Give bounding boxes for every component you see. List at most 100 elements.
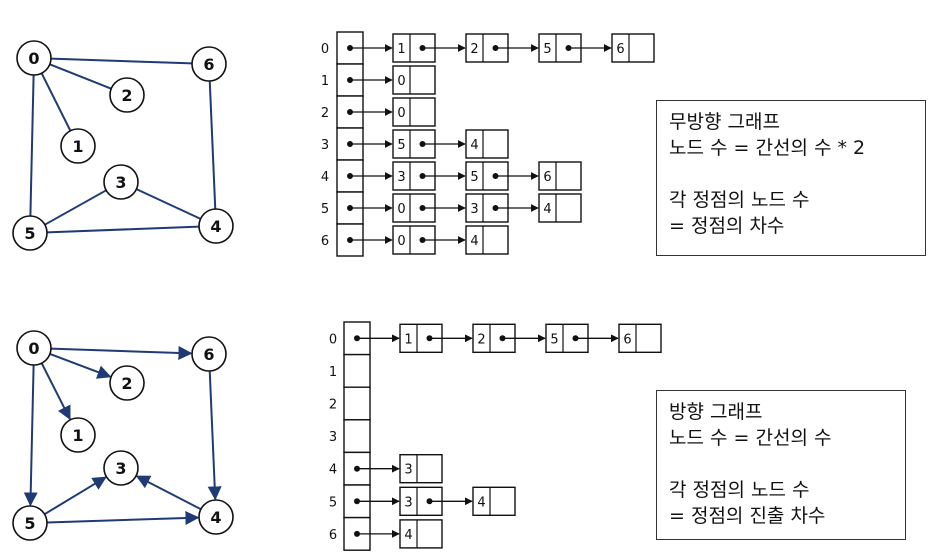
node-label: 0 — [28, 339, 39, 358]
node-label: 6 — [203, 345, 214, 364]
list-node-box — [472, 486, 516, 516]
adjacency-row-label: 5 — [321, 202, 329, 217]
list-node-value: 3 — [404, 463, 412, 478]
graph-edge — [49, 63, 112, 90]
list-node-value: 3 — [470, 202, 478, 217]
list-node-value: 6 — [543, 170, 551, 185]
graph-node — [198, 499, 234, 535]
note-line: 방향 그래프 — [669, 401, 763, 423]
list-node-value: 6 — [616, 42, 624, 57]
node-label: 1 — [72, 137, 83, 156]
list-node-box — [538, 193, 582, 223]
graph-edge — [49, 353, 112, 379]
node-label: 4 — [210, 508, 221, 527]
head-pointer-cell — [343, 353, 371, 388]
adjacency-row-label: 6 — [329, 528, 337, 543]
list-node-value: 5 — [550, 332, 558, 347]
graph-node — [103, 164, 139, 200]
node-label: 4 — [210, 217, 221, 236]
list-node-box — [465, 161, 509, 191]
list-node-value: 1 — [397, 42, 405, 57]
list-node-box — [465, 225, 509, 255]
note-line: 각 정점의 노드 수 — [669, 189, 810, 211]
undirected-graph-note: 무방향 그래프 노드 수 = 간선의 수 * 2 각 정점의 노드 수 = 정점… — [656, 100, 926, 256]
note-line: = 정점의 차수 — [669, 215, 785, 237]
node-label: 2 — [121, 374, 132, 393]
list-node-value: 5 — [470, 170, 478, 185]
list-node-box — [399, 519, 443, 549]
graph-edge — [135, 475, 202, 511]
adjacency-row-label: 4 — [329, 463, 337, 478]
list-node-value: 5 — [397, 138, 405, 153]
list-node-value: 5 — [543, 42, 551, 57]
head-pointer-cell — [343, 386, 371, 421]
node-label: 0 — [28, 49, 39, 68]
adjacency-row-label: 2 — [321, 106, 329, 121]
list-node-value: 6 — [623, 332, 631, 347]
graph-edge — [40, 72, 72, 132]
adjacency-row-label: 1 — [329, 365, 337, 380]
list-node-box — [392, 97, 436, 127]
list-node-value: 0 — [397, 106, 405, 121]
graph-node — [198, 208, 234, 244]
adjacency-row-label: 3 — [321, 138, 329, 153]
note-line: 노드 수 = 간선의 수 — [669, 427, 832, 449]
node-label: 5 — [24, 224, 35, 243]
graph-edge — [46, 510, 200, 525]
node-label: 2 — [121, 86, 132, 105]
node-label: 3 — [115, 459, 126, 478]
graph-edge — [46, 225, 200, 234]
list-node-value: 0 — [397, 74, 405, 89]
note-line: 무방향 그래프 — [669, 111, 780, 133]
graph-node — [109, 77, 145, 113]
node-label: 1 — [72, 426, 83, 445]
list-node-box — [618, 323, 662, 353]
graph-node — [103, 450, 139, 486]
directed-graph-note: 방향 그래프 노드 수 = 간선의 수 각 정점의 노드 수 = 정점의 진출 … — [656, 390, 906, 540]
list-node-box — [538, 161, 582, 191]
graph-edge — [50, 57, 193, 65]
note-line: 각 정점의 노드 수 — [669, 479, 810, 501]
note-line: = 정점의 진출 차수 — [669, 505, 826, 527]
list-node-value: 4 — [543, 202, 551, 217]
graph-edge — [208, 80, 217, 210]
note-line — [669, 161, 915, 187]
node-label: 3 — [115, 173, 126, 192]
graph-node — [109, 365, 145, 401]
graph-edge — [207, 370, 222, 501]
graph-node — [60, 417, 96, 453]
list-node-box — [465, 129, 509, 159]
list-node-value: 3 — [397, 170, 405, 185]
adjacency-row-label: 5 — [329, 495, 337, 510]
list-node-value: 4 — [470, 234, 478, 249]
list-node-value: 0 — [397, 202, 405, 217]
graph-edge — [136, 188, 201, 220]
list-node-value: 0 — [397, 234, 405, 249]
adjacency-row-label: 3 — [329, 430, 337, 445]
adjacency-row-label: 6 — [321, 234, 329, 249]
graph-edge — [50, 345, 193, 360]
graph-edge — [23, 364, 38, 507]
list-node-value: 4 — [477, 495, 485, 510]
list-node-value: 2 — [477, 332, 485, 347]
graph-node — [16, 330, 52, 366]
list-node-value: 4 — [404, 528, 412, 543]
graph-node — [12, 505, 48, 541]
graph-node — [60, 128, 96, 164]
adjacency-row-label: 2 — [329, 398, 337, 413]
graph-edge — [44, 189, 107, 226]
adjacency-row-label: 0 — [329, 332, 337, 347]
node-label: 6 — [203, 55, 214, 74]
list-node-value: 3 — [404, 495, 412, 510]
head-pointer-cell — [343, 419, 371, 454]
graph-node — [12, 215, 48, 251]
list-node-value: 4 — [470, 138, 478, 153]
graph-node — [16, 40, 52, 76]
list-node-box — [611, 33, 655, 63]
adjacency-row-label: 1 — [321, 74, 329, 89]
list-node-value: 1 — [404, 332, 412, 347]
graph-node — [191, 46, 227, 82]
graph-edge — [40, 362, 71, 421]
list-node-value: 2 — [470, 42, 478, 57]
node-label: 5 — [24, 514, 35, 533]
